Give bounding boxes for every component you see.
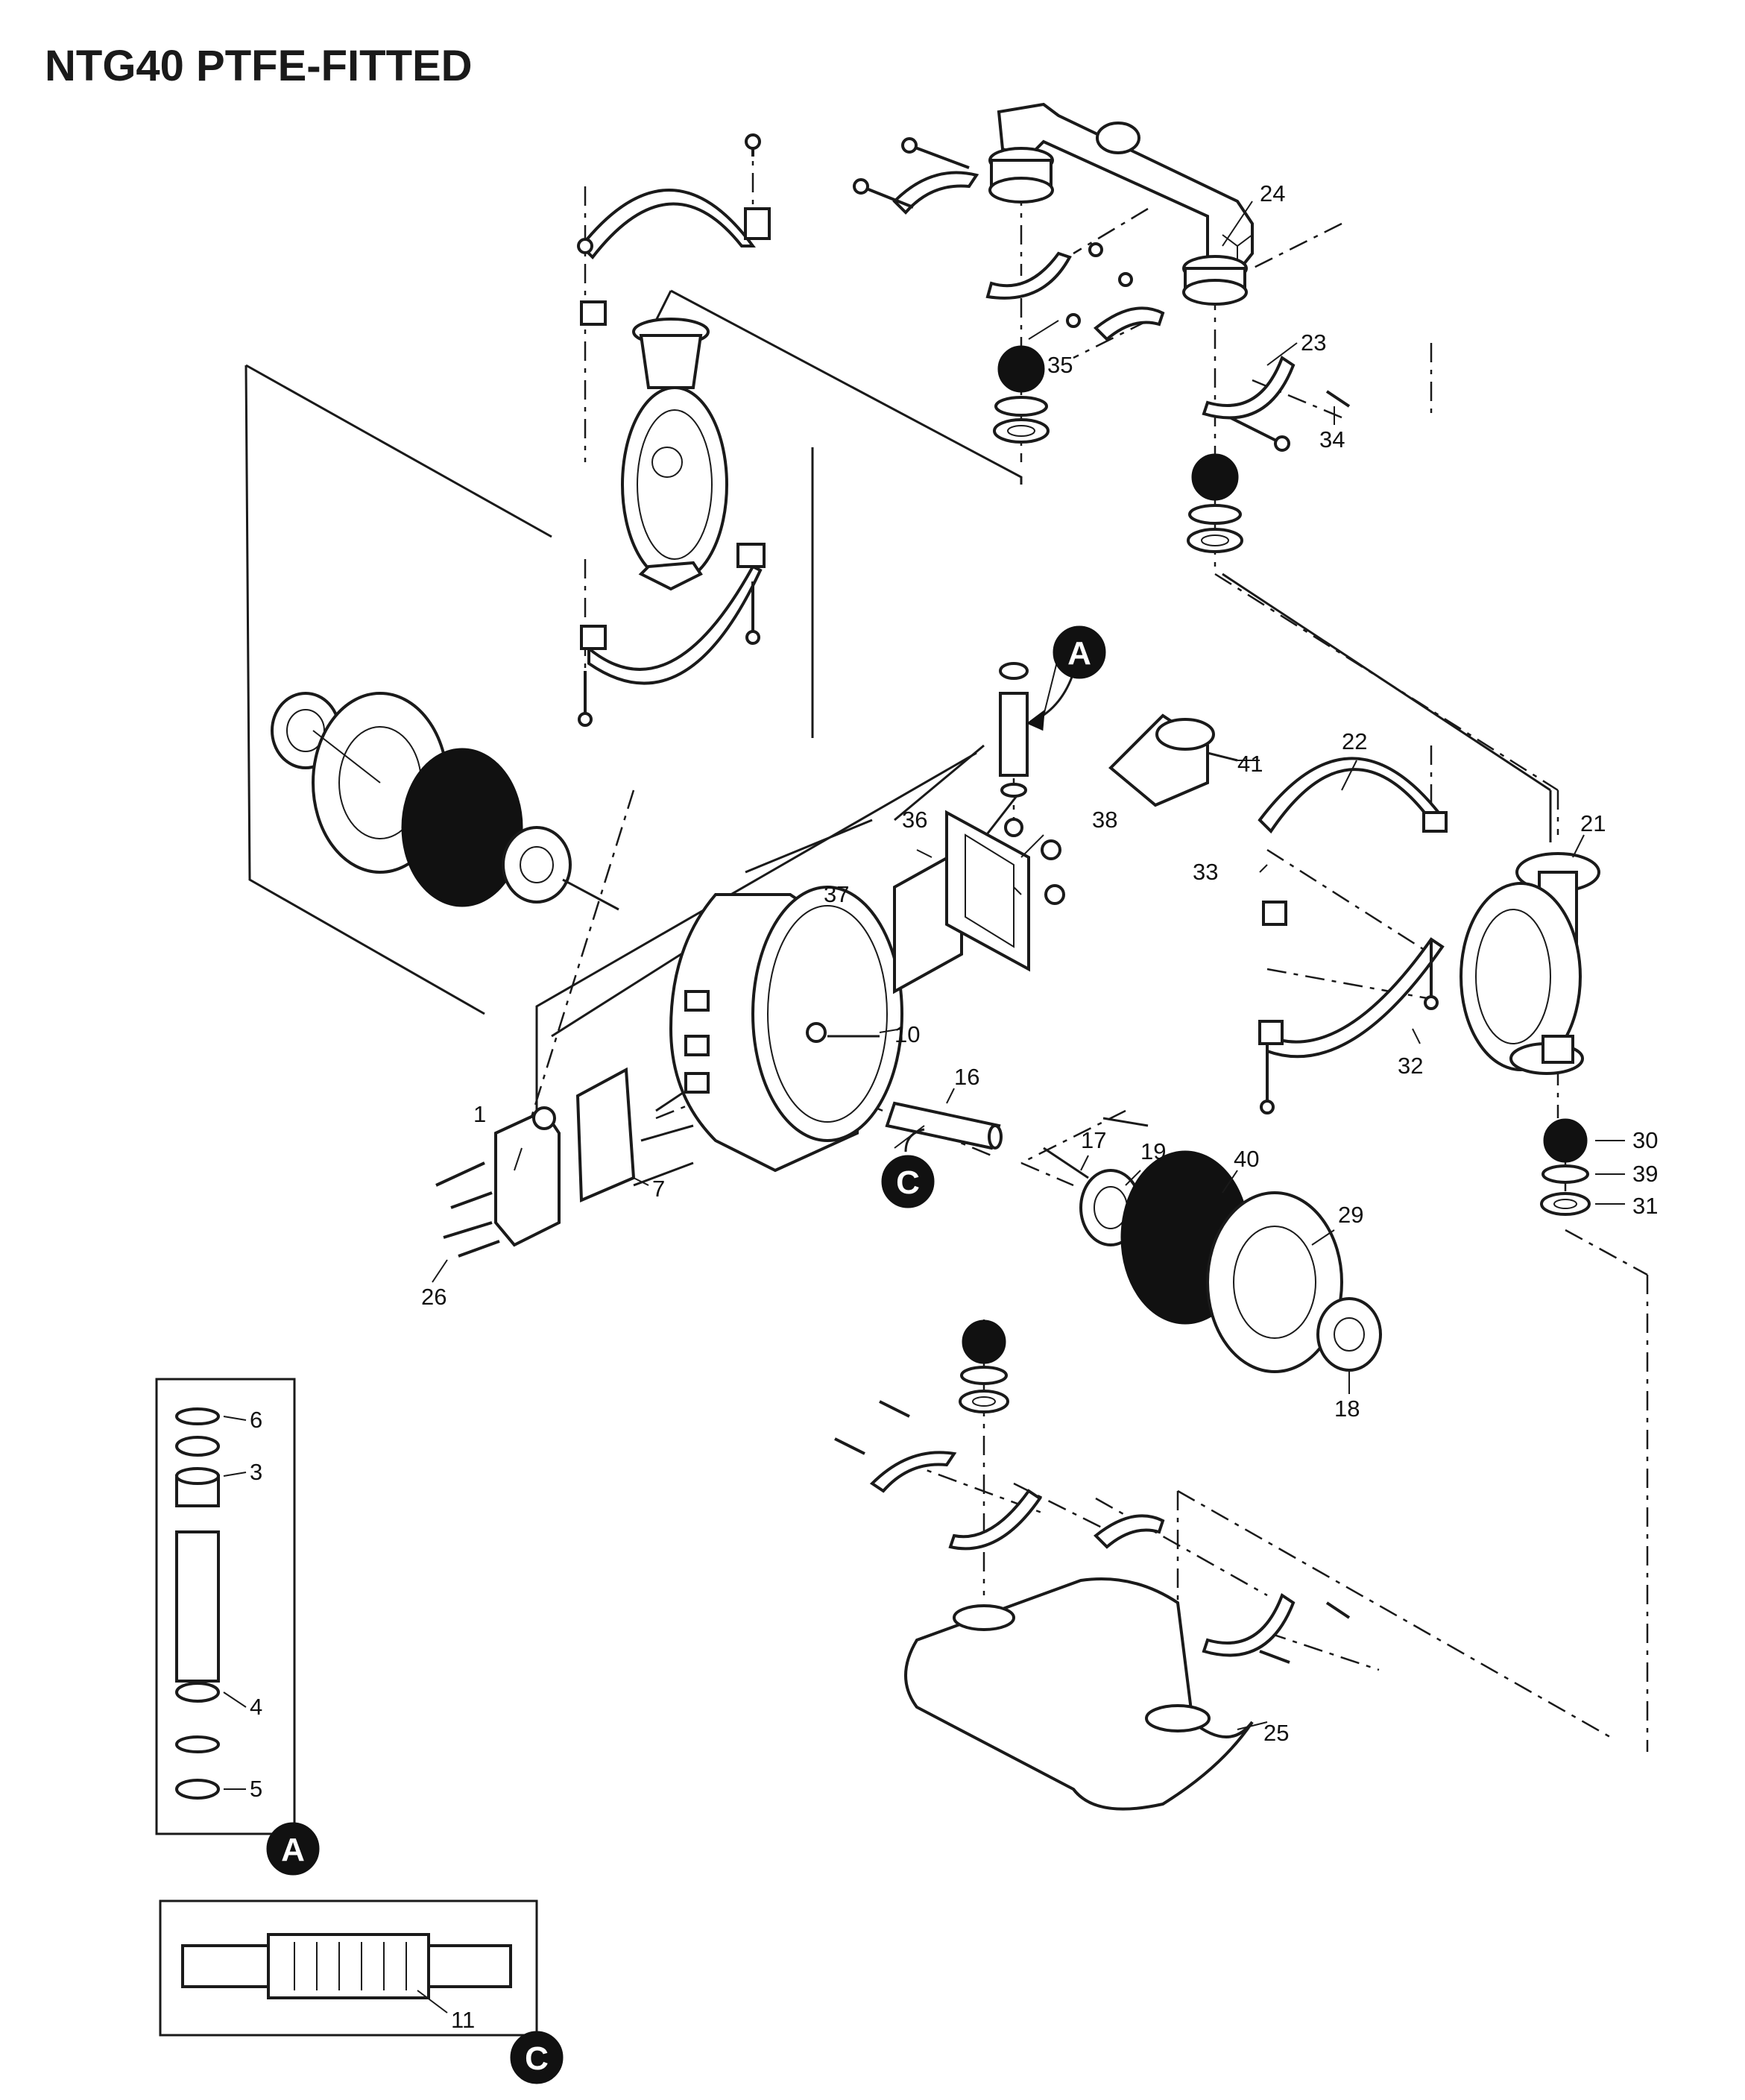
callout-a-detail-label: A	[281, 1832, 305, 1868]
callout-a-top: A	[1026, 625, 1106, 731]
right-check-valves	[1540, 1118, 1591, 1216]
label-39: 39	[1632, 1161, 1658, 1187]
label-22: 22	[1342, 728, 1367, 754]
label-40: 40	[1234, 1146, 1259, 1172]
label-35: 35	[1047, 352, 1073, 378]
label-21: 21	[1580, 810, 1606, 836]
air-valve-body	[435, 1067, 636, 1258]
label-23: 23	[1301, 329, 1326, 356]
lower-check-valves	[959, 1319, 1009, 1413]
air-valve-pilot	[999, 662, 1238, 905]
label-10: 10	[894, 1021, 920, 1047]
diaphragm-shaft	[885, 1101, 1003, 1150]
label-19: 19	[1140, 1138, 1166, 1164]
label-26: 26	[421, 1284, 446, 1310]
label-17: 17	[1081, 1127, 1106, 1153]
label-4: 4	[250, 1694, 262, 1720]
label-31: 31	[1632, 1193, 1658, 1219]
valve-gaskets	[893, 810, 1030, 994]
label-37: 37	[824, 881, 849, 907]
label-34: 34	[1319, 426, 1345, 453]
upper-check-valves	[993, 345, 1243, 553]
label-18: 18	[1334, 1396, 1360, 1422]
detail-c-box	[159, 1899, 538, 2037]
top-bolts	[853, 137, 1351, 452]
label-16: 16	[954, 1064, 979, 1090]
label-24: 24	[1260, 180, 1285, 206]
diagram-title: NTG40 PTFE-FITTED	[45, 42, 473, 90]
callout-c-label: C	[896, 1164, 920, 1201]
detail-a-box	[155, 1378, 296, 1835]
leader-lines	[223, 201, 1625, 2014]
callout-c-shaft: C	[881, 1128, 935, 1208]
left-fluid-chamber	[577, 133, 771, 727]
label-38: 38	[1092, 807, 1117, 833]
label-32: 32	[1398, 1053, 1423, 1079]
top-clamp-left	[892, 171, 1296, 420]
callout-a-detail: A	[266, 1822, 320, 1876]
bottom-clamps	[834, 1400, 1351, 1664]
inlet-manifold	[904, 1577, 1254, 1811]
label-11: 11	[451, 2007, 475, 2033]
callout-c-detail: C	[510, 2031, 564, 2084]
left-diaphragm-stack	[271, 692, 619, 911]
label-5: 5	[250, 1776, 262, 1802]
label-3: 3	[250, 1459, 262, 1485]
label-1: 1	[473, 1101, 486, 1127]
label-41: 41	[1237, 751, 1263, 777]
part-labels: 24 23 35 34 22 21 41 38 36 37 33 32 10 1…	[250, 180, 1658, 2033]
callout-c-detail-label: C	[525, 2040, 549, 2077]
label-30: 30	[1632, 1127, 1658, 1153]
label-7: 7	[652, 1176, 665, 1202]
label-25: 25	[1263, 1720, 1289, 1746]
right-diaphragm-stack	[1043, 1147, 1382, 1373]
discharge-manifold	[988, 102, 1254, 306]
label-33: 33	[1193, 859, 1218, 885]
label-29: 29	[1338, 1202, 1363, 1228]
center-body	[669, 886, 903, 1173]
callout-a-label: A	[1067, 635, 1091, 672]
label-36: 36	[902, 807, 927, 833]
label-6: 6	[250, 1407, 262, 1433]
right-fluid-chamber	[1258, 757, 1600, 1114]
